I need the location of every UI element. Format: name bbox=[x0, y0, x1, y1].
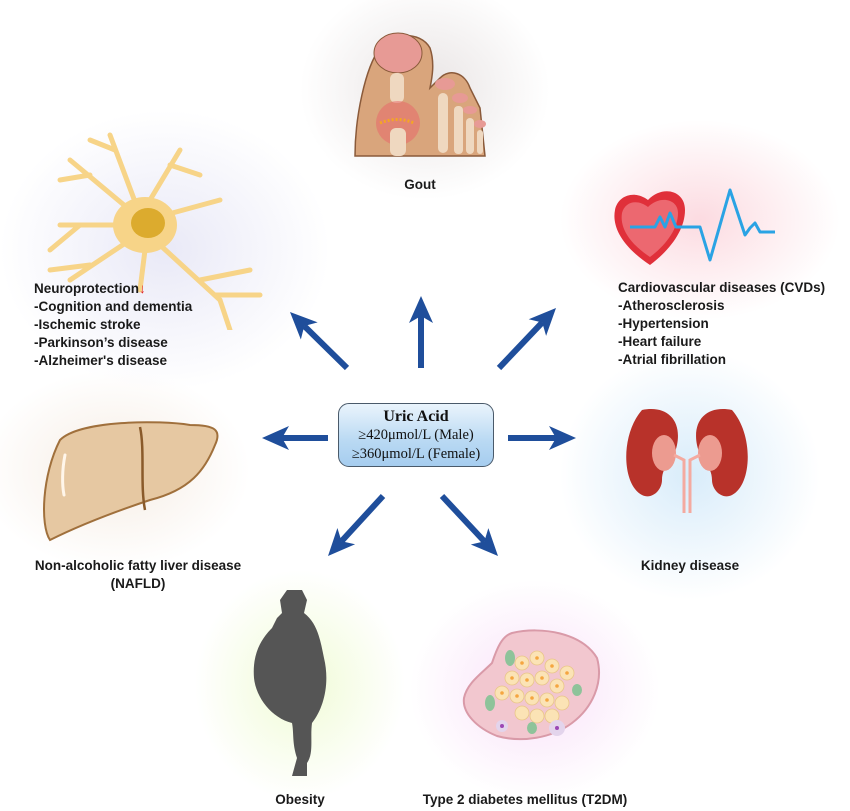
obese-silhouette-icon bbox=[253, 590, 327, 776]
cvd-heading: Cardiovascular diseases (CVDs) bbox=[618, 280, 826, 295]
uric-acid-title: Uric Acid bbox=[383, 408, 449, 425]
arrow-to-kidney bbox=[508, 426, 576, 450]
nafld-label-line1: Non-alcoholic fatty liver disease bbox=[34, 558, 242, 573]
uric-acid-box: Uric Acid ≥420μmol/L (Male) ≥360μmol/L (… bbox=[338, 403, 494, 467]
arrow-to-gout bbox=[409, 296, 433, 368]
neuro-item: -Cognition and dementia bbox=[34, 299, 193, 314]
arrowhead-icon bbox=[290, 312, 318, 340]
obesity-label: Obesity bbox=[275, 792, 325, 807]
arrow-to-nafld bbox=[262, 426, 328, 450]
arrowhead-icon bbox=[528, 308, 556, 336]
neuroprotection-heading: Neuroprotection↓ bbox=[34, 281, 146, 296]
arrowhead-icon bbox=[549, 426, 576, 450]
arrow-shaft bbox=[339, 493, 386, 544]
arrow-shaft bbox=[302, 323, 350, 371]
gout-label: Gout bbox=[404, 177, 436, 192]
male-threshold: ≥420μmol/L (Male) bbox=[358, 427, 474, 443]
decrease-arrow-icon: ↓ bbox=[139, 281, 146, 296]
neuro-item: -Alzheimer's disease bbox=[34, 353, 168, 368]
gout-toe-icon bbox=[354, 32, 486, 157]
neuroprotection-list: Neuroprotection↓ -Cognition and dementia… bbox=[34, 280, 192, 370]
arrowhead-icon bbox=[409, 296, 433, 323]
arrow-shaft bbox=[496, 320, 545, 371]
t2dm-label: Type 2 diabetes mellitus (T2DM) bbox=[422, 792, 628, 807]
cvd-item: -Heart failure bbox=[618, 334, 702, 349]
cvd-item: -Atherosclerosis bbox=[618, 298, 725, 313]
cvd-item: -Hypertension bbox=[618, 316, 709, 331]
arrowhead-icon bbox=[470, 528, 498, 556]
arrow-to-neuroprotection bbox=[290, 312, 350, 371]
arrow-shaft bbox=[439, 493, 487, 544]
nafld-label-line2: (NAFLD) bbox=[110, 576, 166, 591]
kidney-label: Kidney disease bbox=[640, 558, 740, 573]
neuro-item: -Ischemic stroke bbox=[34, 317, 141, 332]
neuron-icon bbox=[47, 132, 263, 330]
neuro-item: -Parkinson’s disease bbox=[34, 335, 168, 350]
nafld-label: Non-alcoholic fatty liver disease (NAFLD… bbox=[0, 557, 276, 593]
arrow-to-t2dm bbox=[439, 493, 498, 556]
cvd-item: -Atrial fibrillation bbox=[618, 352, 726, 367]
arrowhead-icon bbox=[328, 527, 356, 556]
pancreatic-islet-icon bbox=[462, 629, 600, 741]
heart-ecg-icon bbox=[614, 188, 775, 265]
kidney-icon bbox=[626, 409, 748, 513]
arrowhead-icon bbox=[262, 426, 289, 450]
liver-icon bbox=[43, 421, 219, 542]
cvd-list: Cardiovascular diseases (CVDs) -Atherosc… bbox=[618, 279, 825, 369]
arrow-to-cvd bbox=[496, 308, 556, 371]
female-threshold: ≥360μmol/L (Female) bbox=[351, 446, 481, 462]
arrow-to-obesity bbox=[328, 493, 386, 556]
